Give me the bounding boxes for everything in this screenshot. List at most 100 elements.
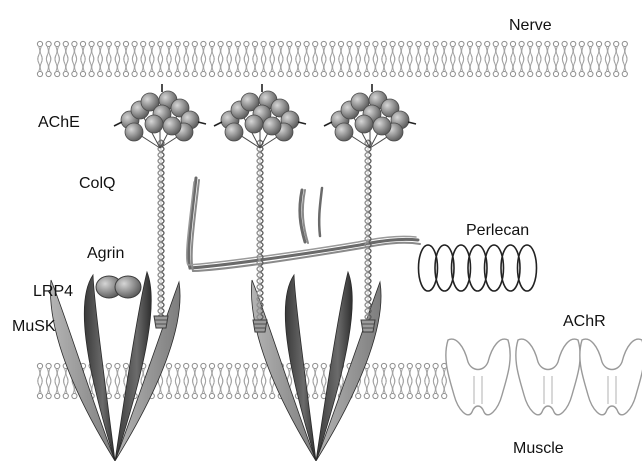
lipid [588,41,593,76]
lipid [158,41,163,76]
lipid [390,363,395,398]
ache-cluster [114,84,206,148]
lipid [545,41,550,76]
lipid [227,41,232,76]
ache-label: AChE [38,114,80,131]
lipid [235,363,240,398]
lipid [622,41,627,76]
lipid [72,41,77,76]
lipid [459,41,464,76]
lipid [467,41,472,76]
lipid [261,363,266,398]
ache-cluster [324,84,416,148]
lipid [416,41,421,76]
lipid [381,363,386,398]
ache-clusters [114,84,416,148]
achr-label: AChR [563,313,606,330]
colq-label: ColQ [79,175,115,192]
lipid [287,41,292,76]
lipid [364,41,369,76]
lipid [201,363,206,398]
lipid [46,363,51,398]
lipid [528,41,533,76]
lipid [123,41,128,76]
lipid [261,41,266,76]
lipid [63,41,68,76]
lipid [115,363,120,398]
agrin-globules [96,276,141,298]
lipid [235,41,240,76]
agrin-label: Agrin [87,245,124,262]
lipid [244,41,249,76]
lipid [416,363,421,398]
lipid [201,41,206,76]
lipid [218,363,223,398]
achr-channel [580,339,642,415]
lipid [605,41,610,76]
lipid [80,41,85,76]
lipid [571,41,576,76]
lipid [321,41,326,76]
lipid [390,41,395,76]
lrp4-label: LRP4 [33,283,73,300]
achr-channel [516,339,580,415]
lipid [493,41,498,76]
lipid [433,41,438,76]
lipid [450,41,455,76]
achr-channel [446,339,510,415]
lipid [330,41,335,76]
musk-receptor-right [251,272,381,461]
lipid [364,363,369,398]
lipid [218,41,223,76]
lipid [433,363,438,398]
lipid [166,363,171,398]
nerve-membrane [37,41,627,76]
lipid [519,41,524,76]
perlecan-label: Perlecan [466,222,529,239]
lipid [553,41,558,76]
colq-helix [154,140,168,328]
lipid [106,41,111,76]
lipid [373,41,378,76]
lipid [579,41,584,76]
lipid [356,41,361,76]
lipid [141,41,146,76]
lipid [536,41,541,76]
muscle-label: Muscle [513,440,564,457]
lipid [184,363,189,398]
lipid [304,41,309,76]
lipid [614,41,619,76]
lipid [338,41,343,76]
lipid [442,41,447,76]
lipid [295,41,300,76]
musk-leaf [50,280,115,461]
lipid [313,363,318,398]
lipid [399,41,404,76]
lipid [510,41,515,76]
lipid [55,363,60,398]
lipid [347,41,352,76]
lipid [244,363,249,398]
lipid [184,41,189,76]
lipid [175,41,180,76]
lipid [115,41,120,76]
lipid [424,363,429,398]
lipid [407,363,412,398]
lipid [132,41,137,76]
lipid [407,41,412,76]
lipid [209,363,214,398]
lipid [321,363,326,398]
musk-label: MuSK [12,318,56,335]
lipid [46,41,51,76]
lipid [270,41,275,76]
lipid [485,41,490,76]
lipid [106,363,111,398]
lipid [252,41,257,76]
lipid [596,41,601,76]
lipid [227,363,232,398]
lipid [381,41,386,76]
lipid [399,363,404,398]
lipid [424,41,429,76]
lipid [313,41,318,76]
